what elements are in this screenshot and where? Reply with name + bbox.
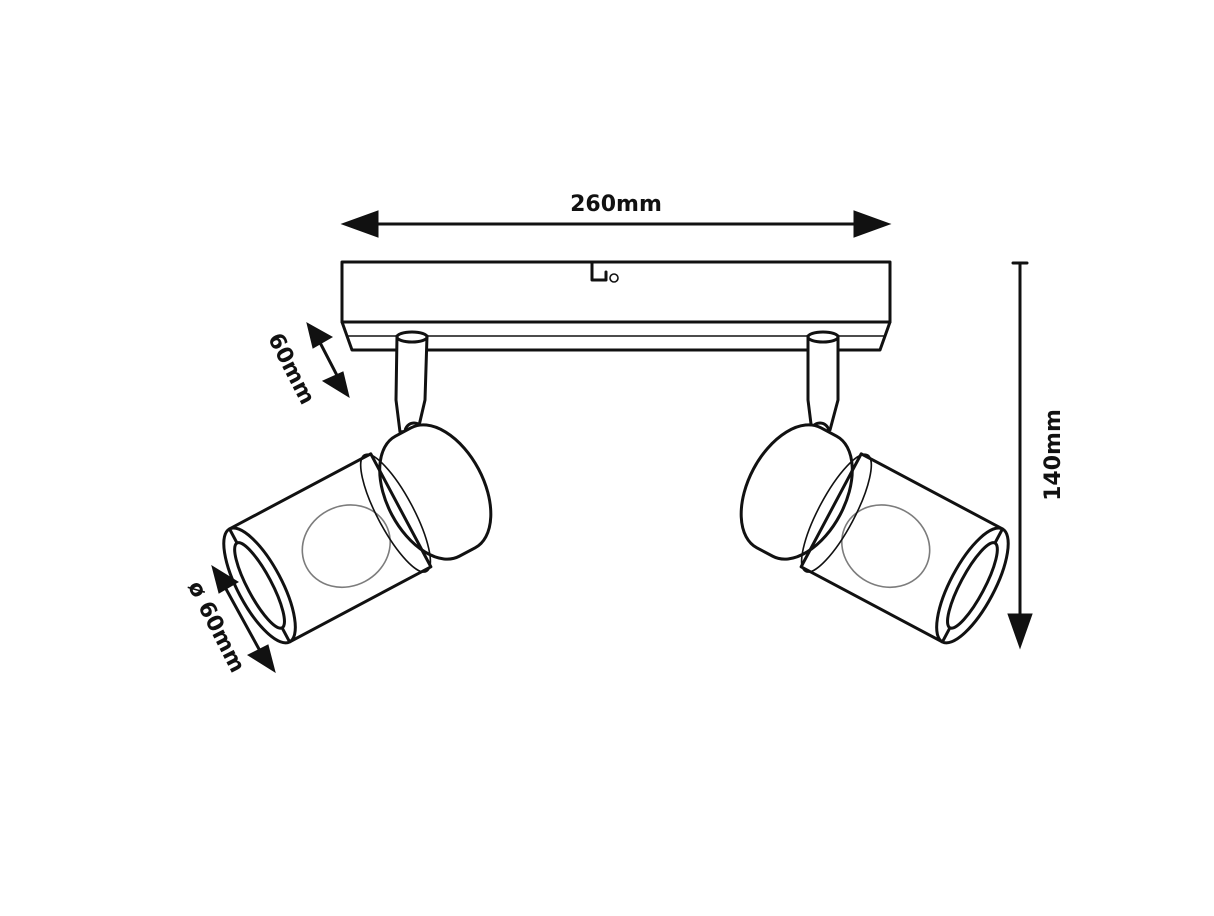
mounting-base	[340, 260, 892, 352]
base-top-face	[340, 260, 892, 324]
height-arrow-bottom	[1007, 613, 1033, 650]
right-bulb	[840, 504, 931, 589]
width-arrow-left	[340, 210, 379, 238]
width-dimension: 260mm	[340, 192, 892, 238]
base-front-face	[340, 320, 892, 352]
base-cable-notch	[590, 261, 608, 282]
width-arrow-right	[853, 210, 892, 238]
depth-arrow-top	[306, 322, 334, 349]
spotlight-left	[222, 330, 493, 645]
screw-icon	[609, 273, 619, 283]
depth-dimension: 60mm	[262, 322, 350, 409]
diameter-arrow-bottom	[246, 644, 276, 674]
left-cage-opening	[222, 526, 297, 645]
depth-label: 60mm	[262, 329, 319, 408]
height-dimension: 140mm	[1007, 261, 1066, 650]
left-stem	[394, 334, 429, 434]
diameter-dimension-line	[218, 576, 267, 662]
diameter-arrow-top	[211, 564, 239, 594]
left-bulb	[301, 504, 392, 589]
spotlight-right	[739, 330, 1010, 645]
left-housing	[378, 423, 493, 561]
depth-arrow-bottom	[321, 371, 350, 399]
right-housing	[739, 423, 854, 561]
width-label: 260mm	[570, 192, 662, 217]
height-label: 140mm	[1041, 409, 1066, 501]
right-stem	[806, 334, 840, 434]
right-cage-opening	[935, 526, 1010, 645]
